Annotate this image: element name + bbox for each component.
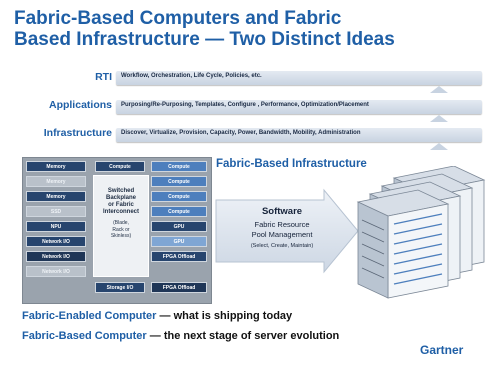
backplane-sub-line-3: Skinless) — [110, 233, 132, 239]
switched-backplane: Switched Backplane or Fabric Interconnec… — [93, 175, 149, 277]
right-block-gpu-2: GPU — [151, 236, 207, 247]
left-block-network-io-2: Network I/O — [26, 251, 86, 262]
right-block-compute-4: Compute — [151, 206, 207, 217]
backplane-sub-line-1: (Blade, — [113, 220, 129, 226]
tier-bar-infrastructure: Discover, Virtualize, Provision, Capacit… — [116, 128, 482, 142]
fabric-enabled-computer-label: Fabric-Enabled Computer — [22, 310, 157, 322]
tier-label-applications: Applications — [48, 99, 112, 111]
tier-bar-rti: Workflow, Orchestration, Life Cycle, Pol… — [116, 71, 482, 85]
tier-text-infrastructure: Discover, Virtualize, Provision, Capacit… — [121, 130, 361, 136]
tier-label-rti: RTI — [95, 71, 112, 83]
left-block-memory-3: Memory — [26, 191, 86, 202]
left-block-ssd: SSD — [26, 206, 86, 217]
title-line-2: Based Infrastructure — Two Distinct Idea… — [14, 29, 395, 50]
footer-line-1: Fabric-Enabled Computer — what is shippi… — [22, 310, 292, 322]
backplane-title-line-1: Switched — [107, 188, 135, 194]
title-line-1: Fabric-Based Computers and Fabric — [14, 8, 342, 29]
left-block-network-io-1: Network I/O — [26, 236, 86, 247]
right-block-compute-2: Compute — [151, 176, 207, 187]
tier-text-applications: Purposing/Re-Purposing, Templates, Confi… — [121, 102, 369, 108]
right-block-fpga-offload-2: FPGA Offload — [151, 282, 207, 293]
left-block-network-io-3: Network I/O — [26, 266, 86, 277]
backplane-title: Switched Backplane or Fabric Interconnec… — [94, 188, 148, 216]
server-rack-stack-illustration — [356, 166, 486, 299]
right-block-compute-1: Compute — [151, 161, 207, 172]
gartner-logo: Gartner — [420, 343, 464, 357]
right-block-fpga-offload-1: FPGA Offload — [151, 251, 207, 262]
tier-label-infrastructure: Infrastructure — [43, 127, 112, 139]
fabric-enabled-computer-text: — what is shipping today — [156, 310, 293, 322]
backplane-title-line-4: Interconnect — [102, 209, 139, 215]
tier-arrow-2 — [430, 115, 448, 122]
left-block-npu: NPU — [26, 221, 86, 232]
right-block-compute-3: Compute — [151, 191, 207, 202]
tier-arrow-3 — [430, 143, 448, 150]
software-subtitle: (Select, Create, Maintain) — [250, 243, 314, 249]
backplane-sub-line-2: Rack or — [112, 226, 130, 233]
slide-title: Fabric-Based Computers and Fabric Based … — [14, 8, 484, 50]
software-title: Software — [261, 206, 303, 217]
right-block-gpu-1: GPU — [151, 221, 207, 232]
footer-line-2: Fabric-Based Computer — the next stage o… — [22, 330, 339, 342]
backplane-title-line-2: Backplane — [105, 195, 136, 201]
tier-text-rti: Workflow, Orchestration, Life Cycle, Pol… — [121, 73, 262, 79]
left-block-memory-1: Memory — [26, 161, 86, 172]
fabric-based-computer-text: — the next stage of server evolution — [146, 330, 340, 342]
left-block-memory-2: Memory — [26, 176, 86, 187]
tier-arrow-1 — [430, 86, 448, 93]
backplane-subtitle: (Blade, Rack or Skinless) — [94, 220, 148, 240]
middle-block-storage-io: Storage I/O — [95, 282, 145, 293]
software-arrow-shape — [215, 188, 359, 274]
middle-block-compute: Compute — [95, 161, 145, 172]
software-line-1: Fabric Resource — [254, 220, 310, 229]
software-line-2: Pool Management — [251, 230, 313, 239]
tier-bar-applications: Purposing/Re-Purposing, Templates, Confi… — [116, 100, 482, 114]
fabric-based-computer-label: Fabric-Based Computer — [22, 330, 147, 342]
fabric-computer-diagram: Memory Memory Memory SSD NPU Network I/O… — [22, 157, 212, 304]
fabric-infrastructure-title: Fabric-Based Infrastructure — [216, 158, 367, 170]
backplane-title-line-3: or Fabric — [108, 202, 134, 208]
